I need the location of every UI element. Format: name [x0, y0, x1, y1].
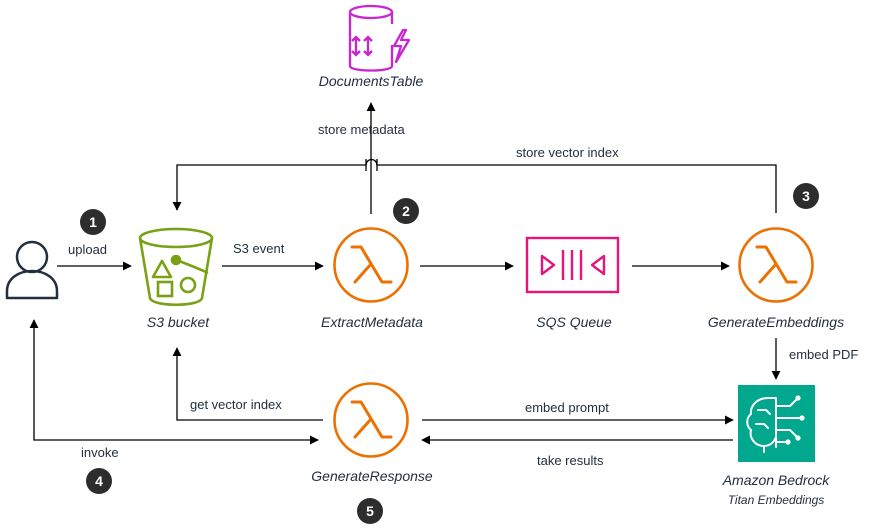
- label-take-results: take results: [537, 453, 604, 468]
- bedrock-label: Amazon Bedrock: [722, 472, 831, 488]
- lambda-icon: [333, 382, 409, 458]
- label-s3-event: S3 event: [233, 241, 285, 256]
- dynamodb-table-icon: [348, 4, 411, 72]
- label-store-vector-index: store vector index: [516, 145, 619, 160]
- label-embed-pdf: embed PDF: [789, 347, 858, 362]
- step-number: 5: [366, 503, 374, 519]
- label-store-metadata: store metadata: [318, 122, 405, 137]
- edge-store-vector-index: [172, 158, 777, 213]
- step-number: 2: [402, 203, 410, 219]
- step-badges: 1 2 3 4 5: [80, 183, 819, 524]
- step-number: 1: [89, 214, 97, 230]
- user-icon: [5, 240, 59, 300]
- extract-metadata-label: ExtractMetadata: [321, 314, 423, 330]
- step-number: 3: [802, 188, 810, 204]
- bedrock-icon: [738, 385, 815, 462]
- generate-response-label: GenerateResponse: [311, 468, 433, 484]
- generate-embeddings-label: GenerateEmbeddings: [708, 314, 844, 330]
- s3-bucket-icon: [138, 227, 214, 306]
- lambda-icon: [333, 227, 409, 303]
- edge-labels: upload S3 event store metadata store vec…: [68, 122, 858, 468]
- step-number: 4: [95, 473, 103, 489]
- edge-invoke: [29, 319, 319, 445]
- step-badge-4: 4: [86, 468, 112, 494]
- edges: [29, 102, 781, 445]
- documents-table-label: DocumentsTable: [319, 73, 424, 89]
- bedrock-subtitle: Titan Embeddings: [728, 493, 825, 507]
- label-upload: upload: [68, 242, 107, 257]
- s3-bucket-label: S3 bucket: [147, 314, 210, 330]
- step-badge-5: 5: [357, 498, 383, 524]
- sqs-queue-label: SQS Queue: [536, 314, 612, 330]
- lambda-icon: [738, 227, 814, 303]
- label-get-vector-index: get vector index: [190, 397, 282, 412]
- label-invoke: invoke: [81, 445, 119, 460]
- label-embed-prompt: embed prompt: [525, 400, 609, 415]
- step-badge-2: 2: [393, 198, 419, 224]
- step-badge-3: 3: [793, 183, 819, 209]
- step-badge-1: 1: [80, 209, 106, 235]
- sqs-queue-icon: [525, 236, 620, 294]
